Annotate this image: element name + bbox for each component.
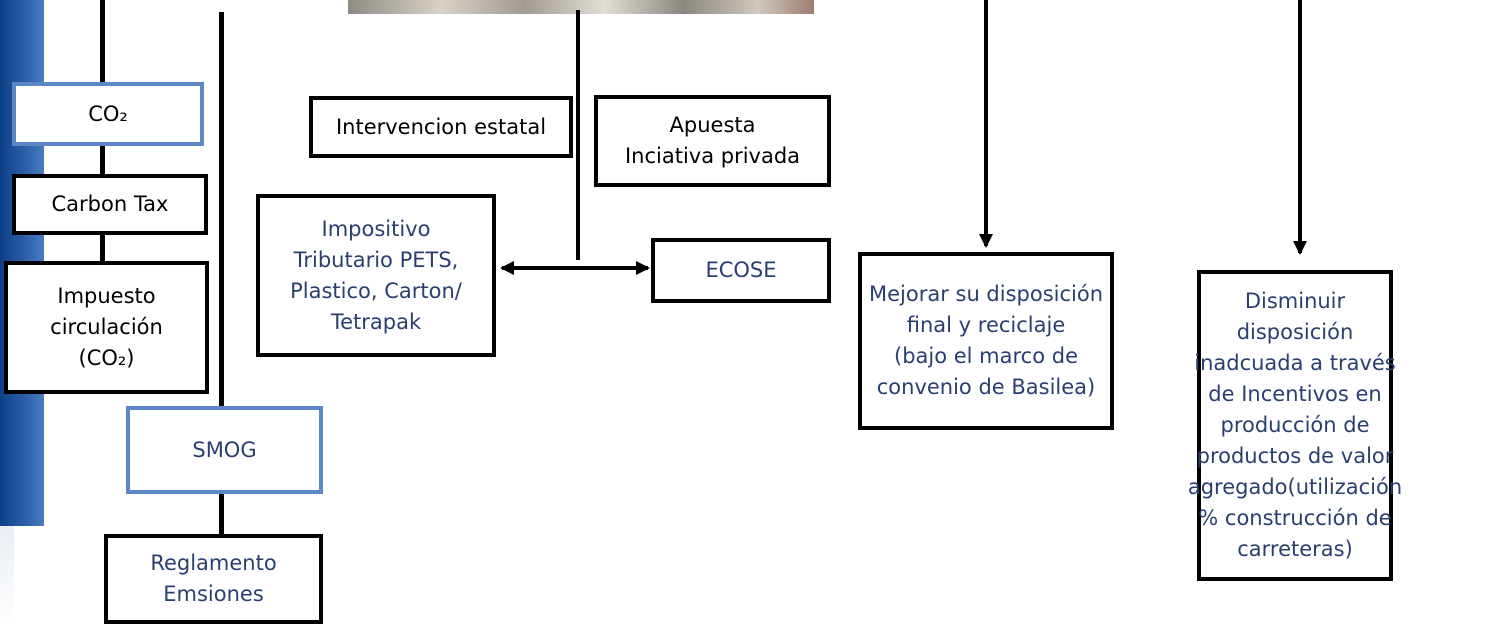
node-impuesto-circulacion: Impuesto circulación (CO₂): [4, 261, 209, 394]
connector-line-right: [219, 12, 224, 608]
slide-sidebar-fade: [0, 526, 14, 627]
node-intervencion-estatal: Intervencion estatal: [309, 96, 573, 158]
node-ecose: ECOSE: [651, 238, 831, 303]
connector-line-center: [576, 10, 580, 260]
node-mejorar: Mejorar su disposición final y reciclaje…: [858, 252, 1114, 430]
node-co2: CO₂: [12, 82, 204, 146]
node-smog: SMOG: [126, 406, 323, 494]
node-impositivo: Impositivo Tributario PETS, Plastico, Ca…: [256, 194, 496, 357]
node-carbon-tax: Carbon Tax: [12, 174, 208, 235]
node-apuesta: Apuesta Inciativa privada: [594, 95, 831, 187]
node-reglamento: Reglamento Emsiones: [104, 534, 323, 624]
node-disminuir: Disminuir disposición inadcuada a través…: [1188, 270, 1402, 581]
header-photo-strip: [348, 0, 814, 14]
